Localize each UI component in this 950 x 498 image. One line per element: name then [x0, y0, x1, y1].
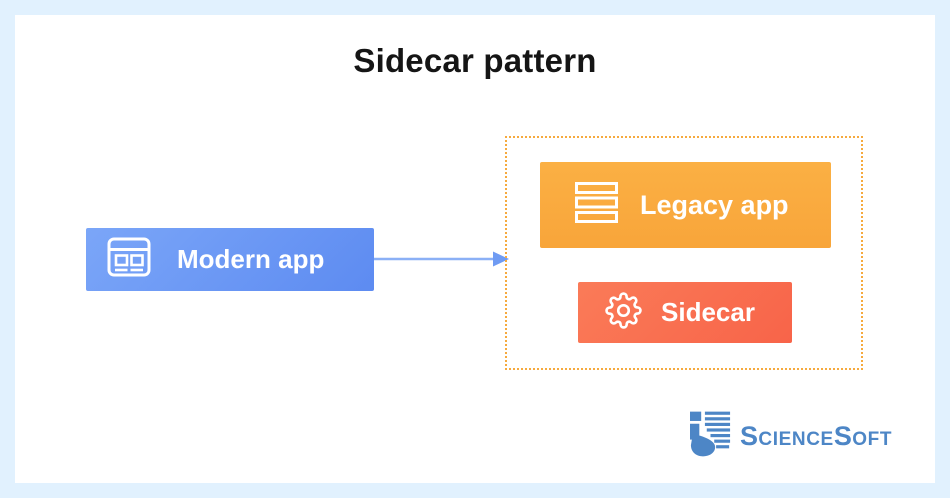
- logo-text-part: oft: [852, 429, 893, 450]
- modern-app-box: Modern app: [86, 228, 374, 291]
- sidecar-group-container: [505, 136, 863, 370]
- diagram-sheet: Sidecar pattern Modern app: [15, 15, 935, 483]
- modern-app-label: Modern app: [177, 244, 325, 274]
- sciencesoft-logo-mark-icon: [690, 411, 731, 462]
- sidecar-box: Sidecar: [578, 282, 792, 343]
- browser-window-icon: [107, 237, 151, 282]
- logo-text-part: S: [833, 421, 853, 451]
- stack-icon: [575, 182, 618, 228]
- legacy-app-box: Legacy app: [540, 162, 831, 248]
- logo-text-part: S: [740, 421, 759, 451]
- diagram-title: Sidecar pattern: [353, 42, 597, 79]
- gear-icon: [605, 291, 642, 334]
- logo-text-part: cience: [758, 429, 834, 450]
- sciencesoft-logo: ScienceSoft: [690, 411, 892, 462]
- sidecar-label: Sidecar: [661, 297, 755, 327]
- flow-arrow: [374, 251, 509, 267]
- sciencesoft-logo-text: ScienceSoft: [740, 423, 892, 450]
- legacy-app-label: Legacy app: [640, 189, 789, 220]
